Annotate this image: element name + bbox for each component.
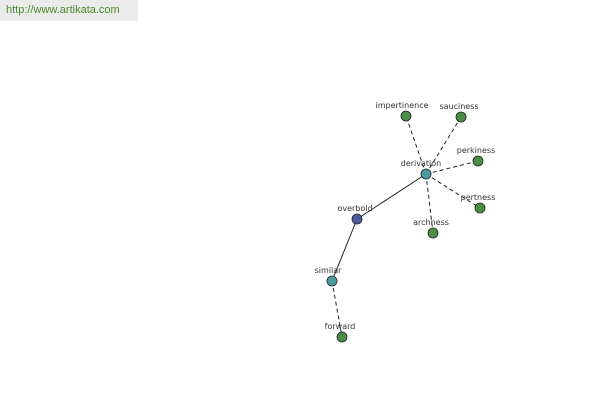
node-label-overbold[interactable]: overbold xyxy=(337,204,372,213)
node-archness[interactable] xyxy=(427,227,439,239)
node-label-derivation[interactable]: derivation xyxy=(401,159,441,168)
labels-layer: overbold derivation similar forward impertin… xyxy=(315,101,496,331)
node-overbold[interactable] xyxy=(351,213,363,225)
node-label-perkiness[interactable]: perkiness xyxy=(457,146,495,155)
node-sauciness[interactable] xyxy=(455,111,467,123)
node-similar[interactable] xyxy=(326,275,338,287)
node-pertness[interactable] xyxy=(474,202,486,214)
nodes-layer xyxy=(326,110,486,343)
edge-similar-forward xyxy=(331,280,343,338)
node-impertinence[interactable] xyxy=(400,110,412,122)
edge-derivation-perkiness xyxy=(425,160,479,175)
edge-derivation-impertinence xyxy=(405,115,427,175)
node-label-archness[interactable]: archness xyxy=(413,218,449,227)
edges-layer xyxy=(331,115,481,338)
node-perkiness[interactable] xyxy=(472,155,484,167)
node-derivation[interactable] xyxy=(420,168,432,180)
node-label-similar[interactable]: similar xyxy=(315,266,343,275)
node-label-forward[interactable]: forward xyxy=(325,322,356,331)
edge-overbold-derivation xyxy=(356,173,427,220)
node-label-impertinence[interactable]: impertinence xyxy=(375,101,428,110)
node-forward[interactable] xyxy=(336,331,348,343)
edge-derivation-pertness xyxy=(425,173,481,209)
edge-overbold-similar xyxy=(331,218,358,282)
node-label-pertness[interactable]: pertness xyxy=(461,193,496,202)
edge-derivation-archness xyxy=(425,173,434,234)
node-label-sauciness[interactable]: sauciness xyxy=(439,102,478,111)
site-url-link[interactable]: http://www.artikata.com xyxy=(0,0,138,21)
